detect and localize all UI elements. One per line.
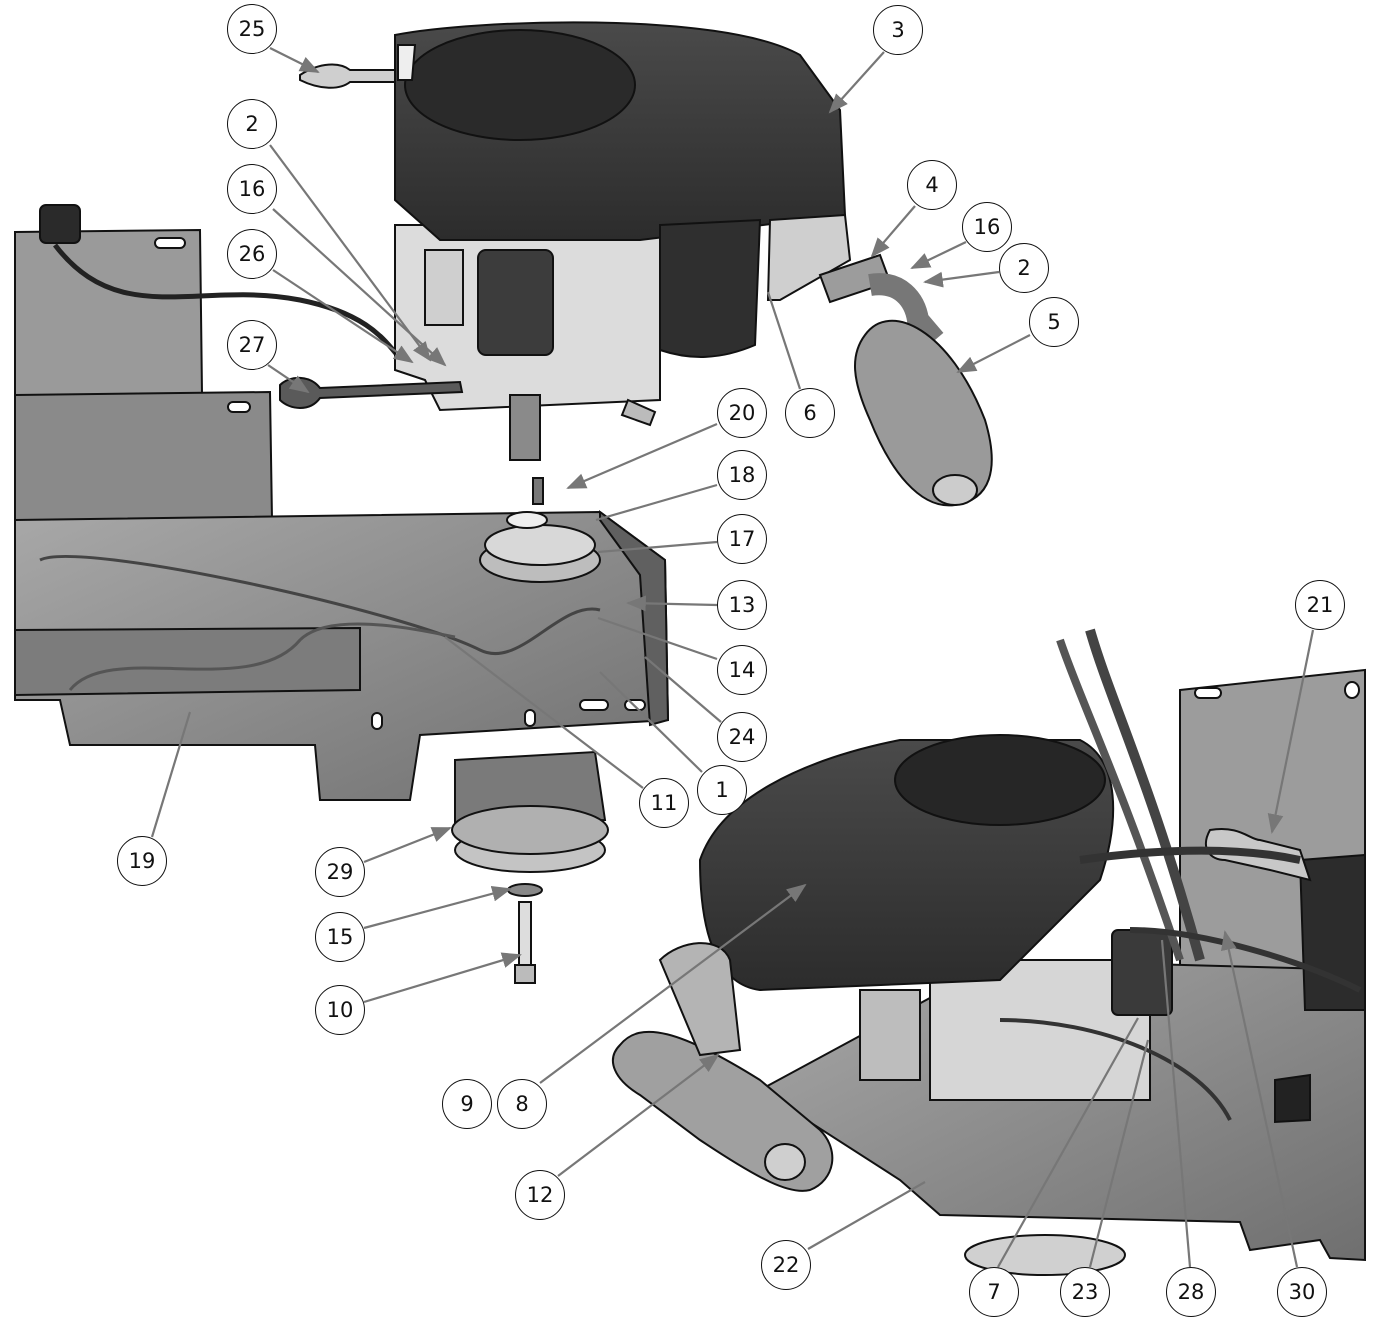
callout-26[interactable]: 26	[227, 229, 277, 279]
leader-line-20	[566, 422, 718, 490]
leader-line-3	[828, 51, 885, 114]
leader-line-10	[363, 952, 522, 1004]
callout-30[interactable]: 30	[1277, 1267, 1327, 1317]
callout-8[interactable]: 8	[497, 1079, 547, 1129]
callout-28[interactable]: 28	[1166, 1267, 1216, 1317]
leader-line-19	[150, 711, 192, 838]
engine-upper	[279, 21, 852, 461]
callout-25[interactable]: 25	[227, 4, 277, 54]
leader-line-27	[267, 364, 310, 394]
leader-line-2	[269, 144, 432, 362]
callout-2[interactable]: 2	[999, 243, 1049, 293]
leader-line-16	[272, 208, 447, 367]
leader-line-28	[1160, 939, 1192, 1268]
callout-9[interactable]: 9	[442, 1079, 492, 1129]
pulley	[479, 477, 601, 583]
callout-3[interactable]: 3	[873, 5, 923, 55]
leader-line-26	[272, 269, 414, 364]
callout-14[interactable]: 14	[717, 645, 767, 695]
leader-line-8	[539, 883, 807, 1084]
callout-13[interactable]: 13	[717, 580, 767, 630]
leader-line-7	[997, 1017, 1139, 1268]
leader-line-17	[597, 540, 718, 554]
leader-line-4	[870, 205, 916, 258]
muffler-lower	[611, 942, 834, 1192]
callout-21[interactable]: 21	[1295, 580, 1345, 630]
leader-line-13	[626, 595, 718, 612]
callout-6[interactable]: 6	[785, 388, 835, 438]
callout-11[interactable]: 11	[639, 778, 689, 828]
callout-4[interactable]: 4	[907, 160, 957, 210]
callout-19[interactable]: 19	[117, 836, 167, 886]
callout-16[interactable]: 16	[962, 202, 1012, 252]
leader-line-11	[444, 636, 644, 789]
callout-27[interactable]: 27	[227, 320, 277, 370]
leader-line-29	[363, 826, 452, 864]
engine-lower	[698, 628, 1362, 1121]
callout-15[interactable]: 15	[315, 912, 365, 962]
callout-5[interactable]: 5	[1029, 297, 1079, 347]
leader-line-6	[766, 291, 802, 390]
clutch-assembly	[451, 750, 609, 984]
callout-18[interactable]: 18	[717, 450, 767, 500]
callout-22[interactable]: 22	[761, 1240, 811, 1290]
leader-line-21	[1267, 629, 1315, 834]
muffler-upper	[818, 253, 993, 507]
leader-line-16	[910, 241, 967, 269]
leader-line-1	[599, 671, 703, 773]
leader-line-5	[956, 334, 1031, 373]
callout-23[interactable]: 23	[1060, 1267, 1110, 1317]
leader-line-12	[557, 1053, 720, 1177]
callout-24[interactable]: 24	[717, 712, 767, 762]
callout-7[interactable]: 7	[969, 1267, 1019, 1317]
callout-17[interactable]: 17	[717, 514, 767, 564]
leader-line-15	[363, 885, 512, 930]
callout-16[interactable]: 16	[227, 164, 277, 214]
leader-line-24	[644, 656, 722, 723]
leader-line-18	[595, 483, 718, 522]
leader-line-25	[269, 47, 320, 73]
chassis-upper	[14, 204, 670, 801]
leader-line-22	[807, 1181, 926, 1250]
leader-line-14	[597, 616, 718, 661]
callout-2[interactable]: 2	[227, 99, 277, 149]
callout-20[interactable]: 20	[717, 388, 767, 438]
callout-10[interactable]: 10	[315, 985, 365, 1035]
leader-lines	[150, 47, 1315, 1268]
callout-12[interactable]: 12	[515, 1170, 565, 1220]
leader-line-23	[1088, 1039, 1150, 1268]
callout-1[interactable]: 1	[697, 765, 747, 815]
leader-line-2	[923, 270, 1000, 288]
leader-line-30	[1221, 930, 1299, 1268]
callout-29[interactable]: 29	[315, 847, 365, 897]
